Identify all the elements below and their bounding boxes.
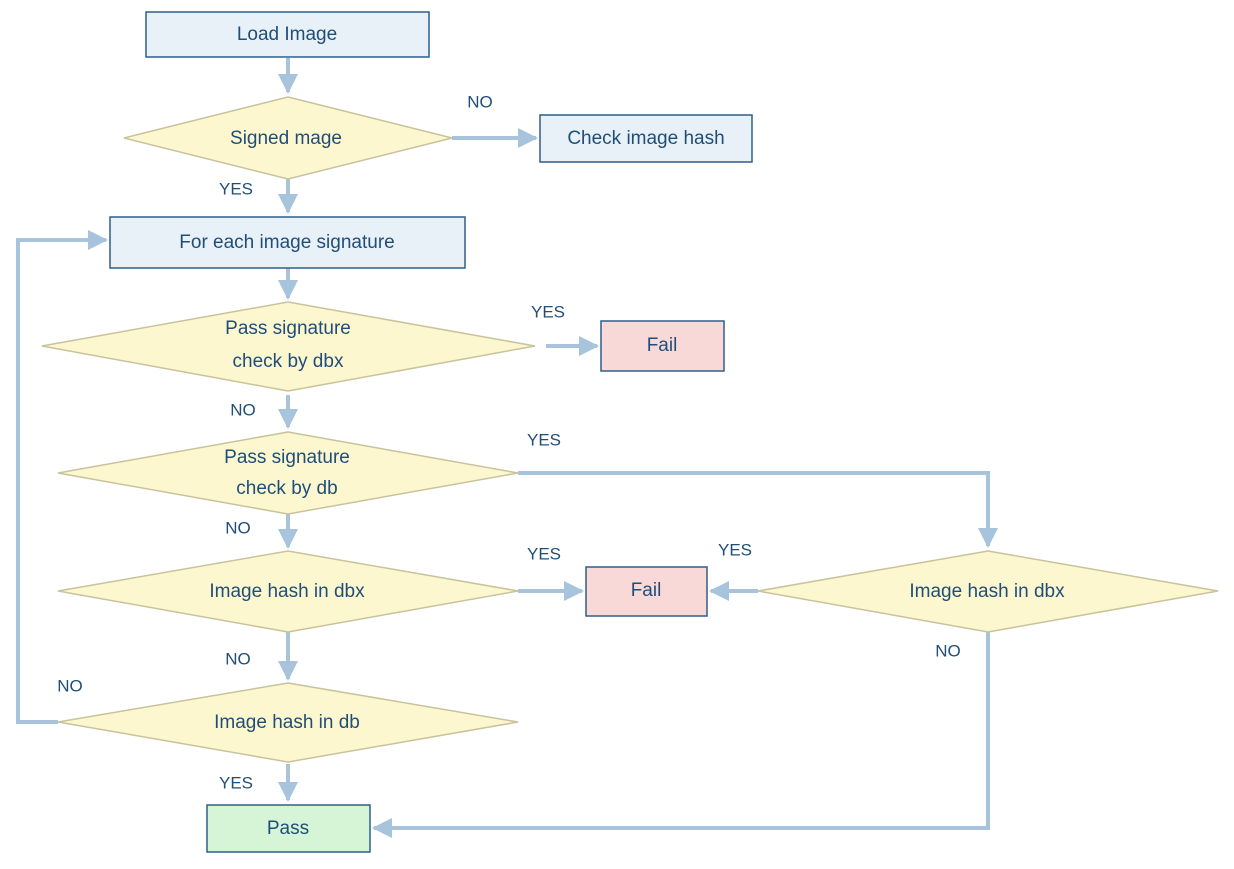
- for-each-signature-label: For each image signature: [179, 232, 394, 253]
- pass-check-dbx-line1: Pass signature: [225, 318, 351, 339]
- pass-check-dbx-decision: Pass signature check by dbx: [41, 301, 536, 392]
- load-image-box: Load Image: [145, 11, 430, 58]
- for-each-signature-box: For each image signature: [109, 216, 466, 269]
- pass-check-db-decision: Pass signature check by db: [57, 431, 519, 515]
- pass-check-dbx-line2: check by dbx: [233, 351, 344, 372]
- check-image-hash-label: Check image hash: [567, 128, 724, 149]
- label-hash-dbx-left-no: NO: [225, 649, 251, 668]
- pass-check-db-line1: Pass signature: [224, 447, 350, 468]
- label-dbx-no: NO: [230, 400, 256, 419]
- pass-check-db-line2: check by db: [236, 478, 337, 499]
- check-image-hash-box: Check image hash: [539, 114, 753, 163]
- label-hash-dbx-right-no: NO: [935, 641, 961, 660]
- fail-mid-box: Fail: [585, 566, 708, 617]
- label-signed-yes: YES: [219, 179, 253, 198]
- image-hash-dbx-right-decision: Image hash in dbx: [757, 550, 1219, 633]
- edge-hashdb-loop-back: [16, 230, 108, 724]
- fail-top-label: Fail: [647, 335, 678, 356]
- signed-image-label: Signed mage: [230, 128, 342, 149]
- pass-label: Pass: [267, 818, 309, 839]
- label-db-no: NO: [225, 518, 251, 537]
- label-signed-no: NO: [467, 92, 493, 111]
- fail-top-box: Fail: [600, 320, 725, 372]
- label-db-yes: YES: [527, 430, 561, 449]
- label-hash-db-yes: YES: [219, 773, 253, 792]
- signed-image-decision: Signed mage: [123, 96, 453, 180]
- image-hash-dbx-left-label: Image hash in dbx: [209, 581, 365, 602]
- label-dbx-yes: YES: [531, 302, 565, 321]
- label-hash-dbx-left-yes: YES: [527, 544, 561, 563]
- label-hash-dbx-right-yes: YES: [718, 540, 752, 559]
- pass-box: Pass: [206, 804, 371, 853]
- load-image-label: Load Image: [237, 24, 337, 45]
- image-hash-dbx-right-label: Image hash in dbx: [909, 581, 1065, 602]
- edge-db-to-right-hash: [518, 471, 998, 548]
- image-hash-db-label: Image hash in db: [214, 712, 360, 733]
- image-hash-db-decision: Image hash in db: [57, 682, 519, 763]
- edge-righthash-to-pass: [372, 632, 990, 838]
- fail-mid-label: Fail: [631, 580, 662, 601]
- image-hash-dbx-left-decision: Image hash in dbx: [57, 550, 519, 633]
- label-hash-db-no: NO: [57, 676, 83, 695]
